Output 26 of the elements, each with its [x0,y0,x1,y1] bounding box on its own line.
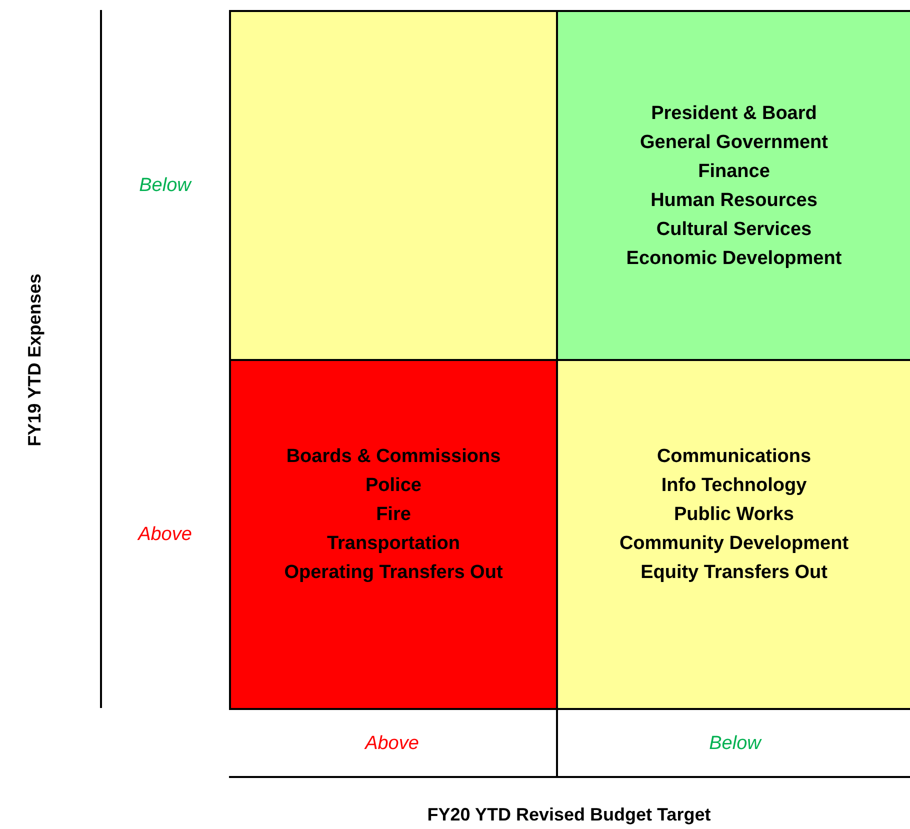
department-name: Equity Transfers Out [640,561,828,585]
axis-value: Below [139,175,191,197]
department-name: Fire [376,503,411,527]
department-name: Police [366,474,422,498]
department-name: General Government [640,130,828,154]
quadrant-cell [556,359,910,710]
axis-value: Above [138,524,192,546]
department-name: Finance [698,160,770,184]
axis-value: Below [709,733,761,755]
department-name: Info Technology [661,474,807,498]
quadrant-cell [229,10,558,361]
department-name: Economic Development [626,246,842,270]
department-name: Community Development [619,532,849,556]
quadrant-cell [556,10,910,361]
axis-title: FY19 YTD Expenses [24,274,46,446]
department-name: Human Resources [650,188,818,212]
quadrant-cell [229,359,558,710]
department-name: Cultural Services [656,218,812,242]
department-name: Operating Transfers Out [284,561,503,585]
department-name: Transportation [326,532,460,556]
department-name: President & Board [651,102,817,126]
department-name: Communications [656,445,812,469]
department-name: Boards & Commissions [286,445,501,469]
axis-title: FY20 YTD Revised Budget Target [427,804,711,826]
axis-value: Above [365,733,419,755]
department-name: Public Works [674,503,794,527]
